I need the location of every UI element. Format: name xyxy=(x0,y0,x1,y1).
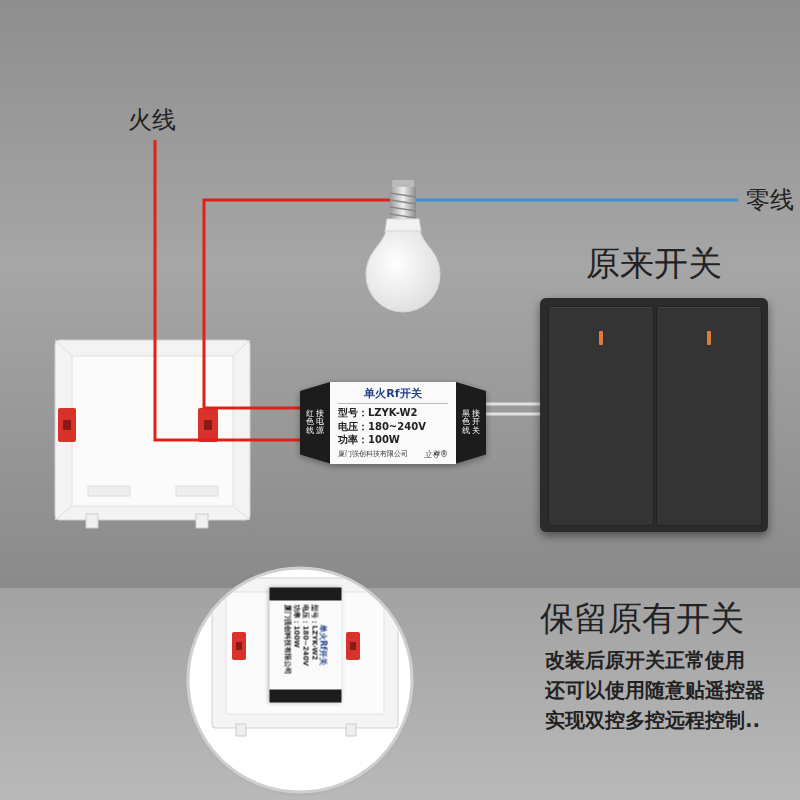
cap-text: 接电源 xyxy=(316,410,324,436)
bulb-base xyxy=(390,187,416,219)
mini-module-text: 厦门强创科技有限公司 xyxy=(283,605,292,686)
mini-module: 单火Rf开关型号：LZYK-W2电压：180~240V功率：100W厦门强创科技… xyxy=(270,588,342,703)
lamp-wire xyxy=(204,200,392,408)
note-line: 改装后原开关正常使用 xyxy=(545,650,745,670)
live-wire xyxy=(155,140,300,440)
wire-label: 零线 xyxy=(746,188,794,212)
inset-terminal-slot xyxy=(236,642,242,650)
heading-note: 保留原有开关 xyxy=(540,601,744,635)
mini-cap xyxy=(270,588,342,601)
company-row: 厦门强创科技有限公司 立尊® xyxy=(338,449,448,460)
box-slot xyxy=(88,486,130,496)
module-title: 单火Rf开关 xyxy=(338,386,448,404)
inset-terminal-slot xyxy=(350,642,356,650)
indicator xyxy=(707,331,711,345)
terminal-slot xyxy=(63,420,71,430)
rf-switch-module: 红色线接电源单火Rf开关型号：LZYK-W2电压：180~240V功率：100W… xyxy=(300,382,486,464)
box-frame xyxy=(55,340,250,520)
box-slot xyxy=(176,486,218,496)
box-edge xyxy=(233,506,250,520)
wire-label: 火线 xyxy=(128,108,176,132)
switch-heading: 原来开关 xyxy=(500,246,800,280)
mini-face: 单火Rf开关型号：LZYK-W2电压：180~240V功率：100W厦门强创科技… xyxy=(270,601,342,690)
rocker xyxy=(656,306,762,526)
inset-box-frame xyxy=(212,578,398,728)
cap-text: 接开关 xyxy=(472,410,480,436)
end-cap: 黑色线接开关 xyxy=(456,382,486,464)
box-recess xyxy=(72,356,233,506)
module-spec: 功率：100W xyxy=(338,433,448,447)
brand-mark: 立尊® xyxy=(424,449,448,460)
inset-circle xyxy=(188,568,412,792)
inset-tab xyxy=(236,724,246,736)
bulb-thread xyxy=(390,193,416,218)
bulb-tip xyxy=(392,180,414,188)
inset xyxy=(186,568,414,796)
company-name: 厦门强创科技有限公司 xyxy=(338,449,408,459)
inset-box xyxy=(212,578,398,736)
box-edge xyxy=(233,340,250,356)
module-spec: 型号：LZYK-W2 xyxy=(338,406,448,420)
mini-module-text: 型号：LZYK-W2 xyxy=(309,605,318,686)
rocker xyxy=(548,306,654,526)
neutral-wire xyxy=(414,199,738,202)
inset-box-recess xyxy=(226,592,384,714)
wall-switch: 原来开关 xyxy=(540,298,768,532)
note-line: 还可以使用随意贴遥控器 xyxy=(545,680,765,700)
switch-wire xyxy=(486,404,540,414)
box-tab xyxy=(86,514,98,528)
inset-shadow xyxy=(186,568,414,796)
light-bulb xyxy=(366,180,440,312)
terminal-slot xyxy=(204,420,212,430)
box-tab xyxy=(196,514,208,528)
inset-terminal xyxy=(346,632,360,660)
bulb-neck xyxy=(385,219,421,232)
wall xyxy=(0,0,800,588)
box-edge xyxy=(55,506,72,520)
terminal xyxy=(58,408,76,442)
cap-text: 黑色线 xyxy=(462,410,470,436)
junction-box xyxy=(55,340,250,528)
mini-module-text: 电压：180~240V xyxy=(301,605,310,686)
inset-terminal xyxy=(232,632,246,660)
mini-module-text: 单火Rf开关 xyxy=(318,605,328,686)
inset-tab xyxy=(346,724,356,736)
box-edge xyxy=(55,340,72,356)
module-face: 单火Rf开关型号：LZYK-W2电压：180~240V功率：100W 厦门强创科技… xyxy=(330,382,456,464)
bulb-globe xyxy=(366,231,440,312)
terminal xyxy=(198,408,218,442)
cap-text: 红色线 xyxy=(306,410,314,436)
note-line: 实现双控多控远程控制.. xyxy=(545,710,760,730)
mini-module-text: 功率：100W xyxy=(292,605,301,686)
mini-cap xyxy=(270,690,342,703)
module-spec: 电压：180~240V xyxy=(338,420,448,434)
indicator xyxy=(599,331,603,345)
end-cap: 红色线接电源 xyxy=(300,382,330,464)
